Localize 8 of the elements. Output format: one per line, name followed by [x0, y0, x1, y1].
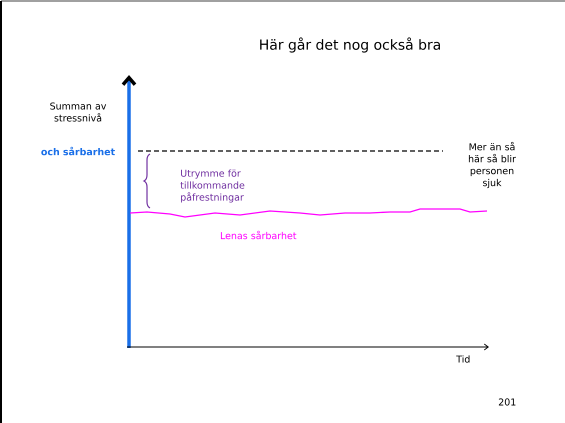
axis-title: och sårbarhet [41, 146, 115, 156]
slide-title: Här går det nog också bra [260, 37, 440, 53]
axis-title: Summan av stressnivå [50, 102, 106, 122]
threshold-note: Mer än så här så blir personen sjuk [468, 142, 516, 188]
axis-label: Tid [456, 355, 470, 363]
curve-label: Lenas sårbarhet [220, 230, 296, 240]
page-number: 201 [498, 398, 516, 406]
brace-label: Utrymme för tillkommande påfrestningar [180, 169, 244, 203]
